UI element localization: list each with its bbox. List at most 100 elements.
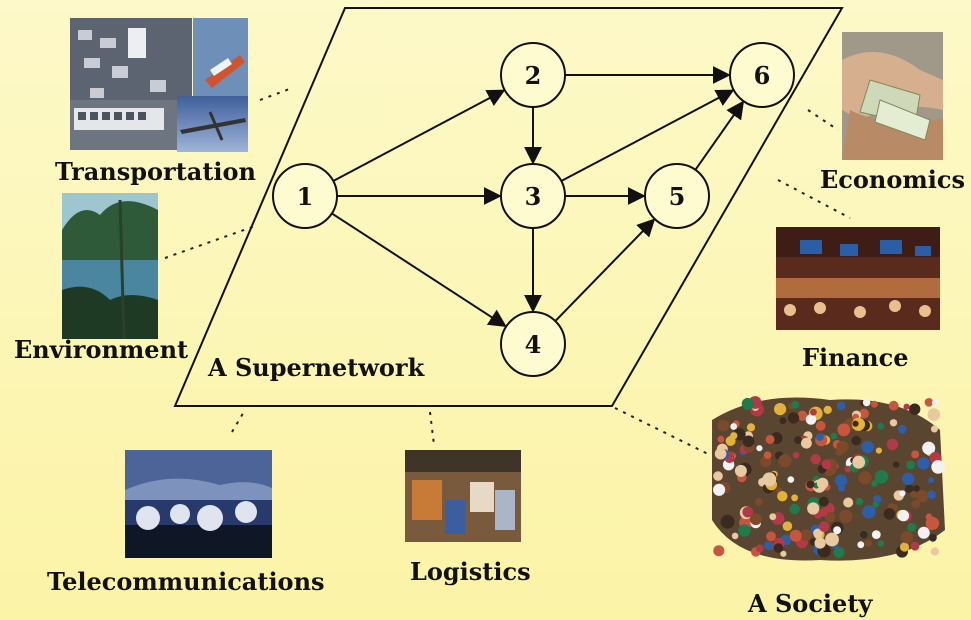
crowd-figure: [789, 503, 800, 515]
crowd-figure: [764, 541, 773, 550]
crowd-figure: [780, 550, 787, 557]
crowd-figure: [810, 454, 821, 465]
supernetwork-plane: [173, 7, 844, 407]
dotted-connectors: [164, 87, 851, 456]
crowd-figure: [860, 530, 868, 539]
crowd-figure: [883, 508, 896, 520]
crowd-figure: [823, 405, 832, 414]
crowd-figure: [931, 399, 939, 407]
crowd-figure: [852, 455, 866, 469]
crowd-figure: [765, 434, 775, 444]
crowd-figure: [794, 436, 802, 445]
crowd-figure: [825, 532, 839, 547]
crowd-figure: [900, 530, 913, 544]
crowd-figure: [917, 457, 930, 470]
crowd-figure: [836, 440, 849, 454]
crowd-figure: [839, 509, 853, 523]
crowd-figure: [927, 490, 936, 499]
crowd-figure: [763, 451, 772, 460]
crowd-figure: [858, 471, 872, 485]
society-image: [712, 396, 945, 561]
node-4: [500, 311, 566, 377]
crowd-figure: [742, 506, 754, 518]
crowd-figure: [903, 403, 910, 410]
node-5: [644, 163, 710, 229]
crowd-figure: [754, 498, 763, 506]
connector-logistics: [429, 411, 435, 446]
crowd-figure: [872, 501, 879, 508]
crowd-figure: [905, 484, 914, 493]
crowd-figure: [888, 400, 899, 411]
label-finance: Finance: [802, 343, 909, 372]
crowd-figure: [861, 440, 874, 454]
node-label-4: 4: [525, 330, 542, 359]
crowd-figure: [730, 423, 738, 430]
crowd-figure: [897, 424, 907, 434]
crowd-figure: [891, 503, 899, 511]
crowd-figure: [833, 547, 845, 558]
node-label-2: 2: [525, 61, 542, 90]
crowd-figure: [713, 483, 726, 496]
crowd-figure: [930, 547, 940, 556]
crowd-figure: [886, 438, 899, 451]
connector-society: [614, 407, 711, 456]
node-2: [500, 42, 566, 108]
crowd-figure: [762, 472, 777, 487]
connector-economics: [807, 109, 839, 131]
crowd-figure: [862, 505, 876, 519]
economics-image: [842, 32, 943, 160]
crowd-figure: [830, 432, 838, 440]
crowd-figure: [874, 470, 889, 484]
crowd-figure: [929, 533, 937, 542]
crowd-figure: [899, 490, 906, 497]
crowd-figure: [792, 451, 800, 459]
connector-environment: [164, 224, 259, 259]
crowd-figure: [917, 526, 930, 539]
crowd-figure: [837, 423, 851, 437]
crowd-figure: [925, 513, 933, 521]
edge-4-5: [554, 218, 656, 322]
crowd-figure: [810, 408, 817, 416]
crowd-figure: [922, 441, 936, 455]
crowd-figure: [838, 484, 845, 492]
edge-1-2: [332, 89, 506, 182]
crowd-figure: [824, 512, 836, 523]
crowd-figure: [927, 477, 935, 484]
crowd-figure: [857, 541, 865, 549]
environment-image: [62, 193, 158, 340]
crowd-figure: [855, 497, 864, 506]
transportation-image: [70, 18, 248, 152]
label-society: A Society: [747, 589, 873, 618]
crowd-figure: [787, 412, 800, 424]
crowd-figure: [801, 437, 812, 449]
crowd-figure: [815, 420, 826, 431]
crowd-figure: [844, 465, 852, 473]
crowd-figure: [913, 485, 920, 492]
node-1: [272, 163, 338, 229]
crowd-figure: [816, 433, 824, 441]
crowd-figure: [911, 450, 920, 459]
crowd-figure: [864, 539, 872, 547]
crowd-figure: [756, 445, 763, 452]
edge-5-6: [694, 100, 745, 171]
crowd-figure: [713, 545, 725, 557]
crowd-figure: [777, 491, 788, 502]
crowd-figure: [907, 522, 917, 532]
crowd-figure: [807, 502, 820, 515]
crowd-figure: [742, 435, 755, 448]
crowd-figure: [782, 521, 793, 531]
node-label-3: 3: [525, 182, 542, 211]
crowd-figure: [819, 508, 828, 517]
crowd-figure: [738, 524, 751, 537]
node-label-1: 1: [297, 182, 314, 211]
label-logistics: Logistics: [410, 557, 531, 586]
crowd-figure: [774, 403, 787, 416]
crowd-figure: [916, 489, 929, 503]
finance-image: [776, 227, 940, 330]
crowd-figure: [717, 419, 730, 432]
crowd-figure: [791, 400, 800, 409]
crowd-figure: [871, 480, 878, 487]
label-transportation: Transportation: [55, 157, 256, 186]
crowd-figure: [734, 464, 747, 477]
